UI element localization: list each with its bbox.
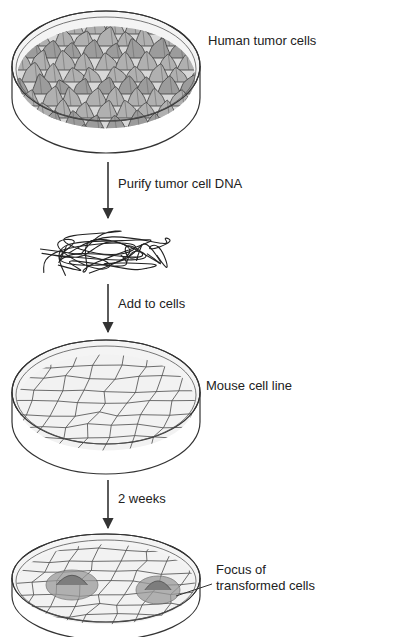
dish-contents	[0, 328, 237, 480]
petri-dish	[12, 11, 200, 153]
step-label: Add to cells	[118, 296, 185, 312]
part-label: Focus of transformed cells	[216, 562, 334, 594]
part-label: Mouse cell line	[206, 378, 292, 394]
dish-contents	[0, 525, 238, 637]
part-label: Human tumor cells	[208, 33, 316, 49]
step-arrow	[107, 162, 109, 218]
dna-tangle	[40, 231, 170, 276]
step-label: 2 weeks	[118, 491, 166, 507]
dish-rim-inner	[16, 346, 196, 444]
dish-rim	[12, 534, 200, 622]
dish-rim	[12, 340, 200, 444]
dish-contents	[0, 0, 233, 170]
dish-rim	[12, 11, 200, 121]
step-arrow	[107, 284, 109, 332]
dish-rim-inner	[16, 17, 196, 121]
dish-rim-inner	[16, 540, 196, 622]
step-label: Purify tumor cell DNA	[118, 176, 242, 192]
leader-line	[176, 584, 212, 596]
step-arrow	[107, 480, 109, 528]
